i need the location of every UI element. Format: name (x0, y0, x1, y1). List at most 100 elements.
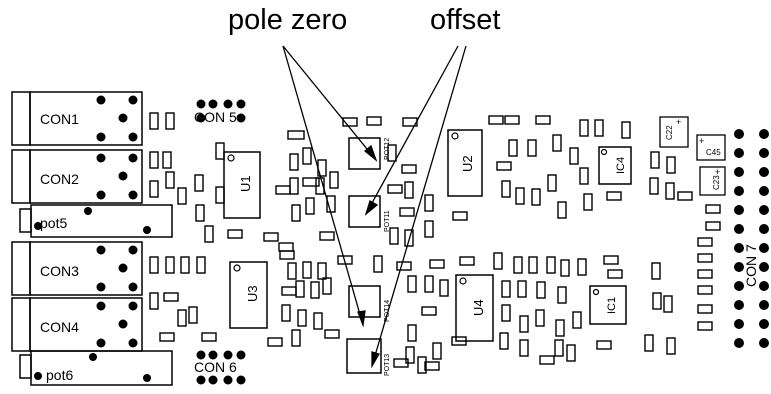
smd-footprint (677, 191, 693, 201)
smd-footprint (188, 306, 198, 324)
smd-footprint (536, 281, 546, 299)
smd-footprint (535, 309, 545, 327)
header-pin (734, 338, 744, 348)
smd-footprint (215, 186, 225, 204)
ic-u4: U4 (455, 274, 494, 342)
smd-footprint (279, 250, 295, 260)
smd-footprint (322, 277, 332, 295)
smd-footprint (421, 306, 437, 316)
header-pin (759, 300, 769, 310)
header-pin (759, 205, 769, 215)
smd-footprint (557, 286, 567, 304)
header-pin (734, 186, 744, 196)
smd-footprint (621, 121, 631, 139)
smd-footprint (404, 229, 414, 247)
header-pin (759, 148, 769, 158)
smd-footprint (329, 171, 339, 189)
smd-footprint (305, 197, 315, 215)
con4-label: CON4 (40, 319, 79, 335)
smd-footprint (424, 275, 434, 293)
u3-label: U3 (245, 285, 260, 302)
smd-footprint (289, 177, 299, 195)
trimmer-pot11: POT11 (348, 195, 391, 232)
header-pin (734, 300, 744, 310)
callout-arrows (282, 45, 467, 369)
smd-footprint (546, 256, 556, 274)
smd-footprint (697, 304, 713, 314)
smd-footprint (291, 329, 301, 347)
smd-footprint (697, 321, 713, 331)
smd-footprint (163, 292, 179, 302)
smd-footprint (149, 180, 159, 198)
smd-footprint (527, 139, 537, 157)
ic-ic1: IC1 (589, 285, 627, 325)
ic-u1: U1 (223, 151, 261, 219)
trimmer-pot14: POT14 (348, 285, 391, 322)
header-con6: CON 6 (194, 350, 246, 385)
smd-footprint (317, 262, 327, 280)
smd-footprint (557, 201, 567, 219)
smd-footprint (603, 255, 619, 265)
smd-footprint (177, 187, 187, 205)
header-con5: CON 5 (194, 99, 246, 125)
smd-footprint (281, 286, 297, 296)
pot11-label: POT11 (384, 210, 391, 232)
smd-footprint (429, 259, 445, 269)
smd-footprint (297, 309, 307, 327)
u2-label: U2 (460, 155, 475, 172)
smd-footprint (705, 204, 721, 214)
smd-footprint (554, 339, 564, 357)
smd-footprint (407, 275, 417, 293)
smd-footprint (267, 337, 283, 347)
smd-footprint (195, 204, 205, 222)
smd-footprint (295, 280, 305, 298)
smd-footprint (665, 182, 675, 200)
smd-footprint (387, 184, 403, 194)
smd-component-field (149, 112, 721, 374)
smd-footprint (515, 187, 525, 205)
con7-label: CON 7 (743, 244, 759, 287)
smd-footprint (396, 261, 412, 271)
con3-label: CON3 (40, 263, 79, 279)
smd-footprint (579, 119, 589, 137)
header-pin (759, 167, 769, 177)
smd-footprint (596, 340, 612, 350)
smd-footprint (501, 304, 511, 322)
trimmer-pot13: POT13 (346, 338, 391, 376)
smd-footprint (417, 356, 427, 374)
smd-footprint (407, 324, 417, 342)
smd-footprint (302, 177, 320, 187)
header-pin (734, 319, 744, 329)
smd-footprint (513, 256, 523, 274)
smd-footprint (488, 115, 504, 125)
svg-text:+: + (676, 117, 681, 127)
smd-footprint (177, 309, 187, 327)
smd-footprint (569, 147, 579, 165)
smd-footprint (697, 285, 713, 295)
smd-footprint (159, 332, 175, 342)
smd-footprint (287, 262, 297, 280)
header-pin (759, 129, 769, 139)
smd-footprint (275, 185, 291, 195)
pot13-label: POT13 (384, 354, 391, 376)
ic1-label: IC1 (606, 297, 618, 314)
connector-con3: CON3 (11, 241, 143, 296)
smd-footprint (560, 259, 570, 277)
smd-footprint (504, 115, 520, 125)
ic-u2: U2 (447, 129, 483, 197)
smd-footprint (607, 269, 623, 279)
smd-footprint (165, 171, 175, 189)
header-pin (734, 262, 744, 272)
smd-footprint (149, 112, 159, 130)
smd-footprint (452, 211, 468, 221)
smd-footprint (566, 344, 576, 362)
smd-footprint (405, 346, 415, 364)
potentiometer-pot6: pot6 (19, 350, 173, 386)
header-pin (734, 224, 744, 234)
smd-footprint (555, 319, 565, 337)
header-pin (759, 319, 769, 329)
smd-footprint (194, 174, 204, 192)
ic4-label: IC4 (615, 157, 627, 174)
smd-footprint (149, 292, 159, 310)
header-pin (759, 186, 769, 196)
